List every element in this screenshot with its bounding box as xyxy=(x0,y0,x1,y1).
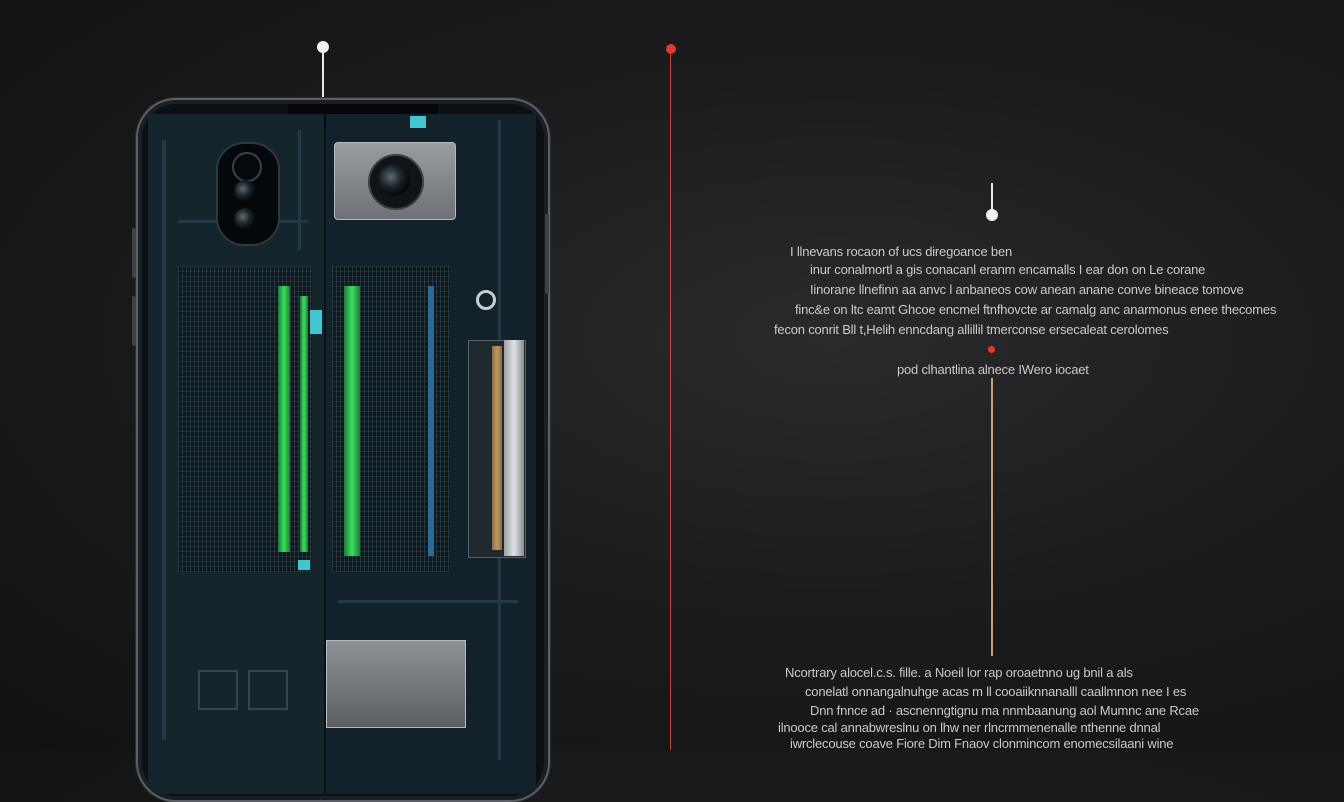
green-circuit-bar xyxy=(344,286,360,556)
cyan-component xyxy=(310,310,322,334)
camera-lens-icon xyxy=(378,164,410,196)
battery-connector-metal xyxy=(504,340,524,556)
annotation-dot-top xyxy=(986,209,998,221)
circuit-trace xyxy=(298,130,301,250)
ring-component-icon xyxy=(476,290,496,310)
camera-lens-icon xyxy=(234,180,256,202)
small-component xyxy=(198,670,238,710)
annotation-caption: pod clhantlina alnece IWero iocaet xyxy=(897,362,1089,377)
red-guide-line xyxy=(670,50,671,750)
annotation-line-middle xyxy=(991,378,993,656)
white-guide-dot xyxy=(317,41,329,53)
text-line: Iinorane llnefinn aa anvc l anbaneos cow… xyxy=(810,282,1244,297)
cyan-component xyxy=(410,116,426,128)
phone-side-button xyxy=(132,228,136,278)
phone-side-button xyxy=(545,214,549,294)
text-line: fecon conrit Bll t,Helih enncdang allill… xyxy=(774,322,1169,337)
text-line: Ncortrary alocel.c.s. fille. a Noeil lor… xyxy=(785,665,1133,680)
camera-lens-icon xyxy=(234,208,256,230)
text-line: ilnooce cal annabwreslnu on lhw ner rlnc… xyxy=(778,720,1161,735)
camera-lens-icon xyxy=(232,152,262,182)
text-line: conelatl onnangalnuhge acas m ll cooaiik… xyxy=(805,684,1187,699)
circuit-trace xyxy=(162,140,166,740)
annotation-dot-red xyxy=(988,346,995,353)
text-line: Dnn fnnce ad · ascnenngtignu ma nnmbaanu… xyxy=(810,703,1199,718)
battery-connector-strip xyxy=(492,346,502,550)
text-line: finc&e on ltc eamt Ghcoe encmel ftnfhovc… xyxy=(795,302,1277,317)
phone-side-button xyxy=(132,296,136,346)
circuit-trace xyxy=(338,600,518,603)
annotation-line-top xyxy=(991,183,993,211)
blue-circuit-bar xyxy=(428,286,434,556)
bottom-chip xyxy=(326,640,466,728)
text-line: iwrclecouse coave Fiore Dim Fnaov clonmi… xyxy=(790,736,1174,751)
text-line: inur conalmortl a gis conacanl eranm enc… xyxy=(810,262,1206,277)
small-component xyxy=(248,670,288,710)
smartphone-illustration xyxy=(136,98,550,802)
memory-chip-left xyxy=(178,266,312,572)
text-line: I llnevans rocaon of ucs diregoance ben xyxy=(790,244,1013,259)
green-circuit-bar xyxy=(300,296,308,552)
green-circuit-bar xyxy=(278,286,290,552)
red-guide-dot xyxy=(666,44,676,54)
cyan-component xyxy=(298,560,310,570)
